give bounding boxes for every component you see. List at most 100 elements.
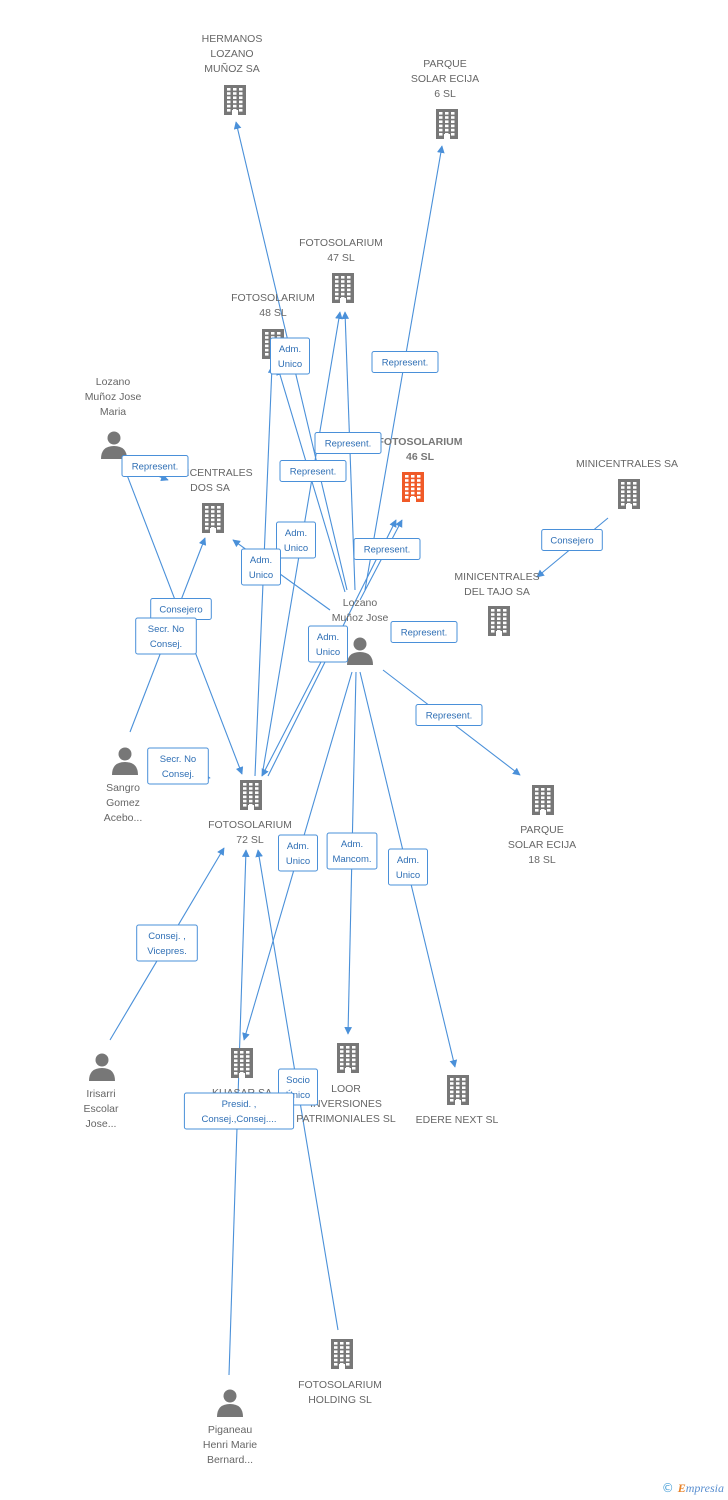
node-label: Muñoz Jose [332,612,389,624]
building-icon [488,606,510,636]
edge-label-text: Adm. [285,528,307,539]
node-label: MUÑOZ SA [204,62,259,75]
edge-label-text: Adm. [287,841,309,852]
edge-label-text: Mancom. [332,854,371,865]
edge-label-l4[interactable]: Represent. [314,432,382,454]
edge-label-text: Adm. [250,555,272,566]
node-label: MINICENTRALES SA [576,458,678,470]
node-label: PARQUE [520,824,564,836]
building-icon [202,503,224,533]
node-label: Bernard... [207,1454,253,1466]
edge-label-text: Represent. [426,711,472,722]
edge-label-text: Represent. [132,462,178,473]
edge-label-text: Represent. [401,628,447,639]
edge-label-l3[interactable]: Represent. [121,455,189,477]
node-label: Irisarri [86,1088,115,1100]
node-label: Sangro [106,782,140,794]
node-label: 6 SL [434,88,456,100]
edge-label-l15[interactable]: Secr. No Consej. [147,747,209,785]
edge-label-text: Adm. [397,855,419,866]
edge-label-l5[interactable]: Represent. [279,460,347,482]
edge-label-text: Consej. [150,639,182,650]
edge-label-text: Represent. [325,439,371,450]
node-label: HERMANOS [202,33,263,45]
node-minisa[interactable]: MINICENTRALES SA [576,458,678,509]
building-icon [402,472,424,502]
edge-label-l16[interactable]: Adm.Unico [278,834,318,872]
node-label: Lozano [343,597,378,609]
node-irisarri[interactable]: IrisarriEscolarJose... [83,1053,119,1131]
node-label: Gomez [106,797,140,809]
edge-label-text: Consejero [550,536,593,547]
copyright-icon: © [661,1481,674,1495]
edge-label-l18[interactable]: Adm. Unico [388,848,428,886]
edge-label-l21[interactable]: Presid. ,Consej.,Consej.... [183,1092,295,1130]
edge-label-l7[interactable]: Represent. [353,538,421,560]
node-label: SOLAR ECIJA [508,839,576,851]
edge-label-text: Unico [284,543,308,554]
node-label: MINICENTRALES [167,467,252,479]
edge-lozjose-to-foto72 [261,659,323,777]
edge-label-l19[interactable]: Consej. ,Vicepres. [136,924,198,962]
edge-label-text: Consej. [162,769,194,780]
node-label: Piganeau [208,1424,253,1436]
edge-label-l8[interactable]: Adm.Unico [241,548,281,586]
edge-label-text: Unico [396,870,420,881]
edge-label-l13[interactable]: Represent. [390,621,458,643]
empresia-watermark: ©Empresia [661,1481,724,1495]
edge-label-l1[interactable]: Adm. Unico [270,337,310,375]
node-sangro[interactable]: SangroGomezAcebo... [104,747,143,825]
person-icon [101,431,127,459]
node-label: Maria [100,406,126,418]
building-icon [240,780,262,810]
edge-label-l2[interactable]: Represent. [371,351,439,373]
edge-label-l11[interactable]: Secr. No Consej. [135,617,197,655]
edge-label-l10[interactable]: Consejero [150,598,212,620]
person-icon [112,747,138,775]
building-icon [618,479,640,509]
edge-label-text: Unico [278,359,302,370]
node-kuasar[interactable]: KUASAR SA [212,1048,272,1099]
building-icon [532,785,554,815]
node-label: Lozano [96,376,131,388]
building-icon [447,1075,469,1105]
edge-label-l6[interactable]: Adm. Unico [276,521,316,559]
edge-label-text: Presid. , [222,1099,257,1110]
node-label: EDERE NEXT SL [416,1114,499,1126]
edge-label-text: Secr. No [160,754,196,765]
edge-label-l9[interactable]: Consejero [541,529,603,551]
node-label: 48 SL [259,307,287,319]
node-label: Henri Marie [203,1439,257,1451]
edge-label-l17[interactable]: Adm.Mancom. [326,832,378,870]
node-label: 72 SL [236,834,264,846]
node-label: 46 SL [406,451,435,463]
edge-label-text: Adm. [279,344,301,355]
edge-label-text: Consej. , [148,931,186,942]
edge-label-text: Unico [316,647,340,658]
edge-label-text: Represent. [364,545,410,556]
building-icon [332,273,354,303]
node-label: DEL TAJO SA [464,586,530,598]
node-label: SOLAR ECIJA [411,73,479,85]
edge-label-l12[interactable]: Adm. Unico [308,625,348,663]
edge-label-l14[interactable]: Represent. [415,704,483,726]
node-edere[interactable]: EDERE NEXT SL [416,1075,499,1126]
edge-label-text: Secr. No [148,624,184,635]
edge-label-text: Adm. [317,632,339,643]
